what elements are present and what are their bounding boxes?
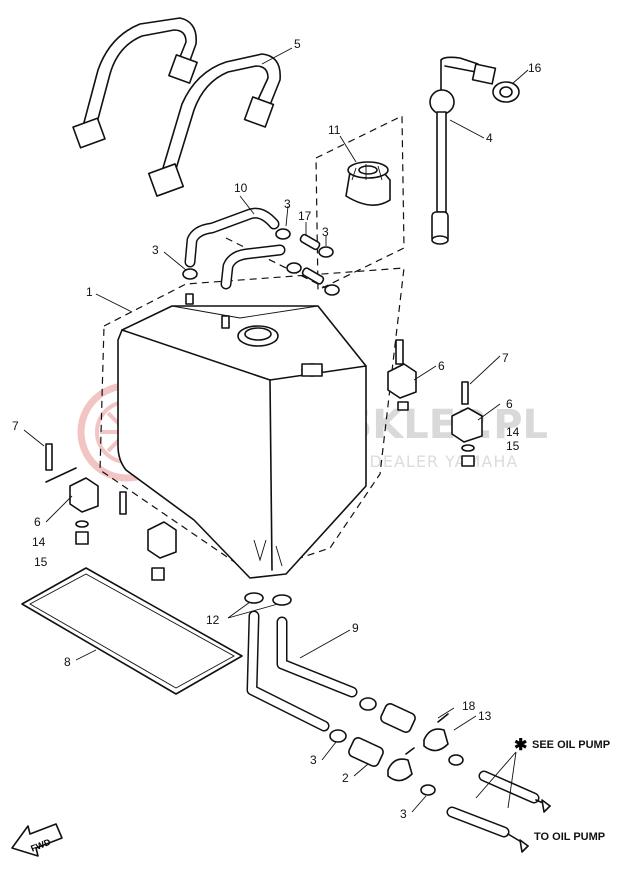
mount-brackets bbox=[45, 339, 483, 581]
strap-handle bbox=[72, 17, 281, 197]
label-part-16: 16 bbox=[528, 61, 542, 75]
label-part-11: 11 bbox=[328, 123, 341, 137]
leader-lines bbox=[23, 47, 529, 813]
label-part-3: 3 bbox=[400, 807, 407, 821]
tank-cap bbox=[345, 161, 391, 206]
outlet-pipes bbox=[446, 751, 551, 853]
label-part-18: 18 bbox=[462, 699, 476, 713]
label-part-6: 6 bbox=[506, 397, 513, 411]
label-part-14: 14 bbox=[506, 425, 520, 439]
to-oil-pump-note: TO OIL PUMP bbox=[534, 831, 605, 843]
part-number-labels: 1 2 3 3 3 3 3 4 5 6 6 6 7 7 8 9 10 11 12… bbox=[12, 37, 542, 821]
oil-hoses bbox=[244, 592, 416, 767]
label-part-7: 7 bbox=[12, 419, 19, 433]
breather-hose bbox=[184, 207, 286, 290]
label-part-6: 6 bbox=[438, 359, 445, 373]
label-part-12: 12 bbox=[206, 613, 220, 627]
label-part-17: 17 bbox=[298, 209, 312, 223]
label-part-3: 3 bbox=[322, 225, 329, 239]
label-part-13: 13 bbox=[478, 709, 492, 723]
check-valves bbox=[387, 713, 464, 796]
annotations: ✱ SEE OIL PUMP TO OIL PUMP bbox=[514, 737, 610, 843]
level-sensor bbox=[429, 56, 497, 245]
label-part-10: 10 bbox=[234, 181, 248, 195]
label-part-7: 7 bbox=[502, 351, 509, 365]
label-part-9: 9 bbox=[352, 621, 359, 635]
label-part-3: 3 bbox=[152, 243, 159, 257]
hose-clamps bbox=[182, 228, 340, 296]
label-part-3: 3 bbox=[310, 753, 317, 767]
asterisk-icon: ✱ bbox=[514, 737, 527, 754]
label-part-3: 3 bbox=[284, 197, 291, 211]
label-part-5: 5 bbox=[294, 37, 301, 51]
grommet bbox=[492, 81, 520, 103]
fwd-arrow-icon: FWD bbox=[11, 823, 63, 857]
label-part-6: 6 bbox=[34, 515, 41, 529]
label-part-15: 15 bbox=[34, 555, 48, 569]
label-part-4: 4 bbox=[486, 131, 493, 145]
label-part-15: 15 bbox=[506, 439, 520, 453]
see-oil-pump-note: SEE OIL PUMP bbox=[532, 739, 610, 751]
oil-tank bbox=[117, 293, 367, 579]
label-part-8: 8 bbox=[64, 655, 71, 669]
label-part-14: 14 bbox=[32, 535, 46, 549]
label-part-1: 1 bbox=[86, 285, 93, 299]
tank-pad bbox=[21, 567, 243, 695]
label-part-2: 2 bbox=[342, 771, 349, 785]
